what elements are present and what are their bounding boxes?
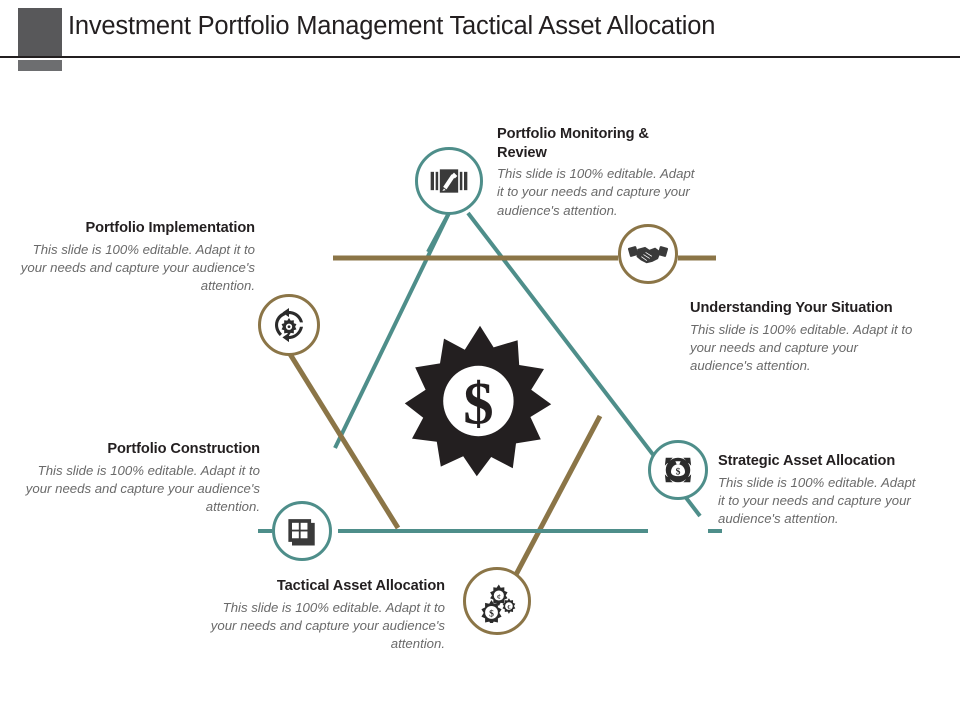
body-portfolio-implementation: This slide is 100% editable. Adapt it to… bbox=[20, 241, 255, 293]
text-block-portfolio-implementation: Portfolio Implementation This slide is 1… bbox=[20, 219, 255, 295]
node-portfolio-implementation[interactable] bbox=[258, 294, 320, 356]
layered-window-icon bbox=[288, 519, 315, 546]
drafting-tools-icon bbox=[430, 169, 468, 193]
text-block-strategic-asset-allocation: Strategic Asset Allocation This slide is… bbox=[718, 452, 922, 528]
header-accent-bar bbox=[18, 8, 62, 56]
connector-top-tail bbox=[426, 212, 451, 253]
heading-portfolio-implementation: Portfolio Implementation bbox=[85, 220, 256, 236]
header-accent-bar-small bbox=[18, 60, 62, 71]
slide-header: Investment Portfolio Management Tactical… bbox=[0, 0, 960, 76]
handshake-icon bbox=[628, 246, 668, 264]
heading-tactical-asset-allocation: Tactical Asset Allocation bbox=[276, 578, 445, 594]
svg-text:€: € bbox=[507, 605, 510, 611]
node-strategic-asset-allocation[interactable]: $ bbox=[648, 440, 708, 500]
text-block-portfolio-monitoring-review: Portfolio Monitoring & Review This slide… bbox=[497, 125, 702, 220]
body-tactical-asset-allocation: This slide is 100% editable. Adapt it to… bbox=[210, 599, 445, 651]
svg-text:$: $ bbox=[463, 370, 493, 437]
money-bag-arrows-icon: $ bbox=[664, 457, 692, 483]
body-portfolio-monitoring-review: This slide is 100% editable. Adapt it to… bbox=[497, 166, 695, 218]
heading-portfolio-construction: Portfolio Construction bbox=[107, 441, 260, 457]
svg-text:$: $ bbox=[676, 466, 681, 477]
body-understanding-your-situation: This slide is 100% editable. Adapt it to… bbox=[690, 321, 913, 373]
hexagon-diagram: $ $ bbox=[0, 76, 960, 720]
gears-currency-icon: ¢ € $ bbox=[481, 584, 516, 623]
page-title: Investment Portfolio Management Tactical… bbox=[68, 12, 716, 40]
text-block-understanding-your-situation: Understanding Your Situation This slide … bbox=[690, 299, 922, 375]
svg-text:¢: ¢ bbox=[497, 592, 501, 601]
node-understanding-your-situation[interactable] bbox=[618, 224, 678, 284]
header-divider-rule bbox=[0, 56, 960, 58]
connector-bottom-gold-up bbox=[507, 414, 603, 588]
node-tactical-asset-allocation[interactable]: ¢ € $ bbox=[463, 567, 531, 635]
connector-left-gold-down bbox=[287, 352, 401, 530]
body-strategic-asset-allocation: This slide is 100% editable. Adapt it to… bbox=[718, 474, 916, 526]
text-block-portfolio-construction: Portfolio Construction This slide is 100… bbox=[25, 440, 260, 516]
gear-dollar-icon: $ bbox=[404, 325, 552, 477]
body-portfolio-construction: This slide is 100% editable. Adapt it to… bbox=[25, 462, 260, 514]
heading-strategic-asset-allocation: Strategic Asset Allocation bbox=[718, 453, 896, 469]
cycle-gear-icon bbox=[275, 307, 303, 343]
node-portfolio-monitoring-review[interactable] bbox=[415, 147, 483, 215]
heading-understanding-your-situation: Understanding Your Situation bbox=[690, 300, 893, 316]
node-portfolio-construction[interactable] bbox=[272, 501, 332, 561]
heading-portfolio-monitoring-review: Portfolio Monitoring & Review bbox=[497, 126, 649, 161]
text-block-tactical-asset-allocation: Tactical Asset Allocation This slide is … bbox=[205, 577, 445, 653]
center-gear-dollar-emblem: $ bbox=[400, 321, 560, 481]
svg-text:$: $ bbox=[489, 609, 494, 620]
